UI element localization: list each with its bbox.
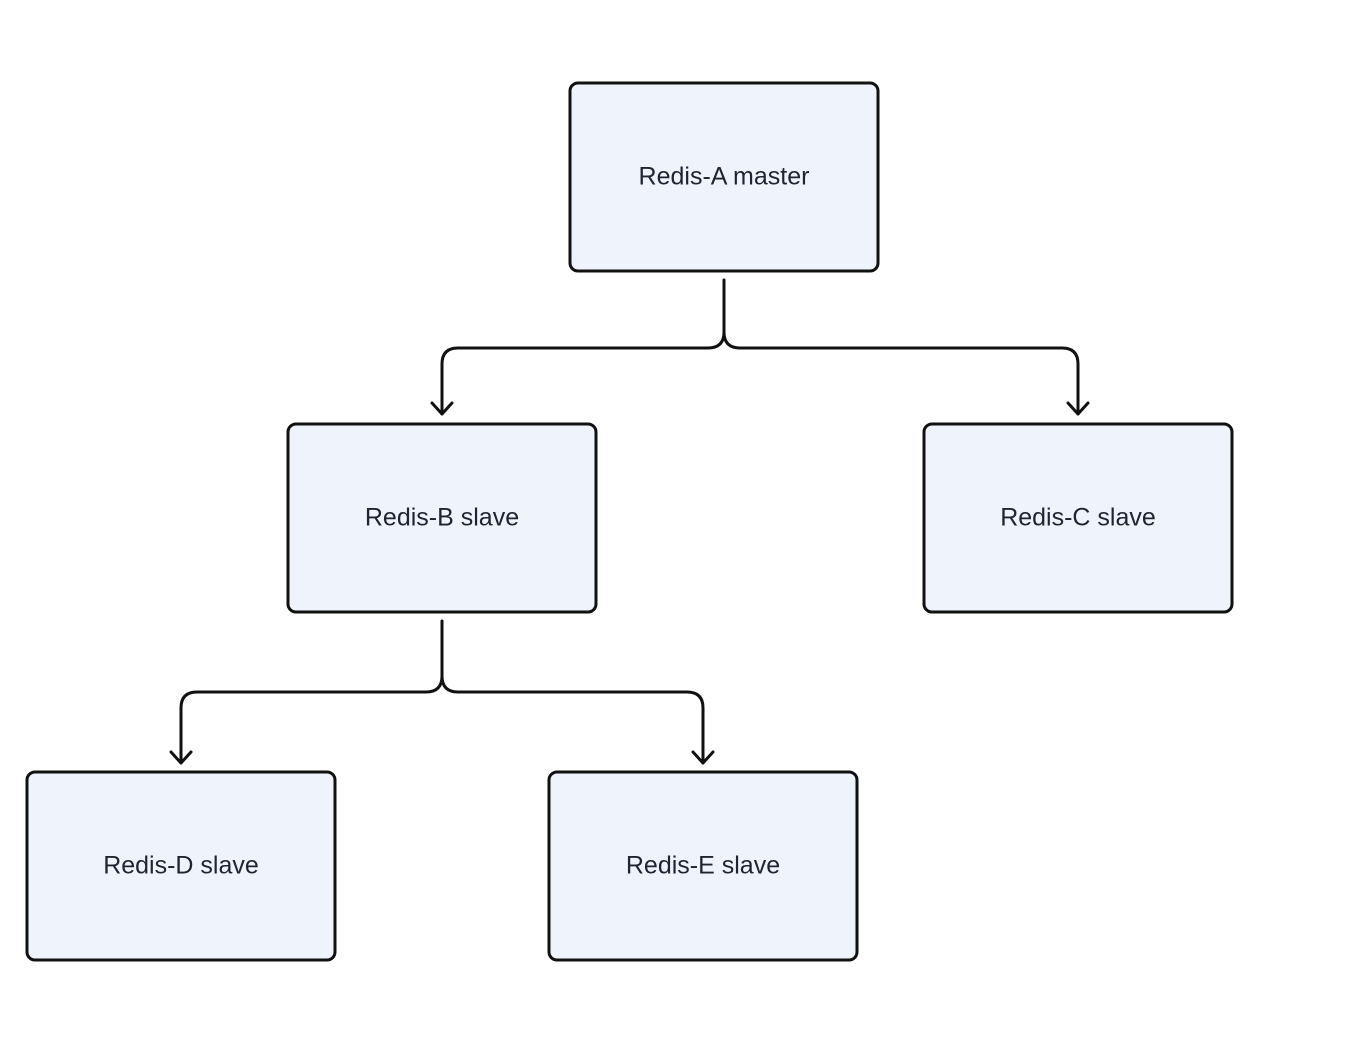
edge-a-to-c bbox=[722, 330, 1080, 416]
node-redis-e[interactable]: Redis-E slave bbox=[547, 770, 859, 962]
edge-b-to-d bbox=[179, 619, 444, 765]
node-redis-d-box bbox=[25, 770, 337, 962]
node-redis-b-box bbox=[286, 422, 598, 614]
node-redis-c-label: Redis-C slave bbox=[1000, 504, 1156, 532]
arrowhead-c-icon bbox=[1066, 401, 1090, 416]
node-redis-e-label: Redis-E slave bbox=[626, 852, 780, 880]
node-redis-a[interactable]: Redis-A master bbox=[568, 81, 880, 273]
node-redis-c[interactable]: Redis-C slave bbox=[922, 422, 1234, 614]
arrowhead-b-icon bbox=[430, 401, 454, 416]
node-redis-a-label: Redis-A master bbox=[639, 163, 810, 191]
node-redis-a-box bbox=[568, 81, 880, 273]
edge-a-to-b bbox=[440, 278, 726, 416]
arrowhead-d-icon bbox=[169, 750, 193, 765]
node-redis-d[interactable]: Redis-D slave bbox=[25, 770, 337, 962]
node-redis-e-box bbox=[547, 770, 859, 962]
node-redis-b-label: Redis-B slave bbox=[365, 504, 519, 532]
edge-b-to-e bbox=[440, 674, 705, 765]
node-redis-c-box bbox=[922, 422, 1234, 614]
node-redis-b[interactable]: Redis-B slave bbox=[286, 422, 598, 614]
edge-group-b bbox=[169, 619, 715, 765]
edge-group-a bbox=[430, 278, 1090, 416]
node-redis-d-label: Redis-D slave bbox=[103, 852, 259, 880]
arrowhead-e-icon bbox=[691, 750, 715, 765]
